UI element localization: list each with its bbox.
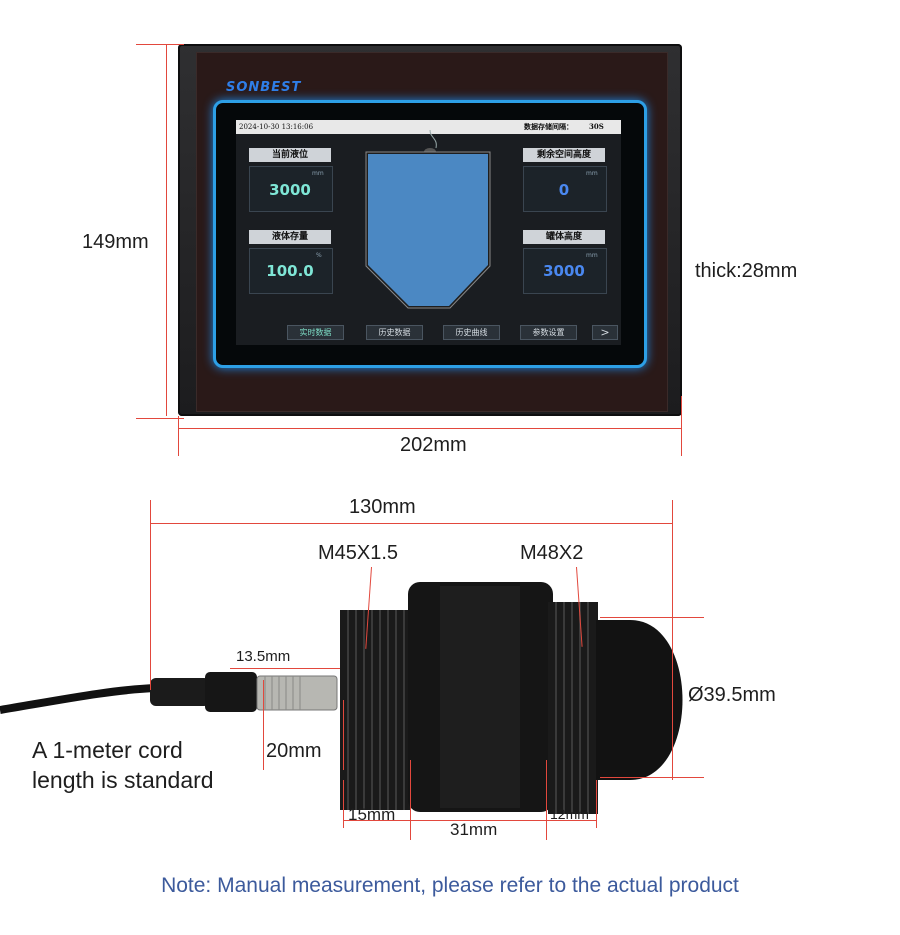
seg-tick-d: [596, 780, 597, 828]
interval-value: 30S: [589, 122, 604, 131]
remaining-space-label: 剩余空间高度: [523, 148, 605, 162]
total-length-line: [150, 523, 672, 524]
current-level-label: 当前液位: [249, 148, 331, 162]
datetime: 2024-10-30 13:16:06: [239, 123, 314, 131]
total-length-label: 130mm: [349, 496, 416, 518]
total-length-right-tick: [672, 500, 673, 780]
seg-12-label: 12mm: [550, 806, 589, 822]
seg-tick-a: [343, 780, 344, 828]
connector-left-tick: [263, 680, 264, 770]
width-dim-line: [178, 428, 682, 429]
next-page-button[interactable]: >: [592, 325, 618, 340]
touch-screen: 2024-10-30 13:16:06 数据存储间隔： 30S 当前液位 mm …: [236, 120, 621, 345]
thread-left: [340, 610, 410, 810]
tank-height-unit: mm: [586, 252, 598, 259]
tab-history-data[interactable]: 历史数据: [366, 325, 423, 340]
tank-height-box: [523, 248, 607, 294]
tank-graphic: [365, 130, 491, 309]
thickness-label: thick:28mm: [695, 260, 798, 282]
seg-line: [343, 820, 597, 821]
seg-tick-b: [410, 760, 411, 840]
connector-diameter-label: 13.5mm: [236, 648, 291, 665]
seg-31-label: 31mm: [450, 820, 498, 839]
liquid-storage-label: 液体存量: [249, 230, 331, 244]
status-bar: 2024-10-30 13:16:06 数据存储间隔： 30S: [236, 120, 621, 134]
cable: [0, 684, 156, 714]
thread-left-label: M45X1.5: [318, 542, 399, 564]
liquid-storage-box: [249, 248, 333, 294]
height-label: 149mm: [82, 231, 149, 253]
connector-length-label: 20mm: [266, 740, 322, 762]
cable-boot: [150, 678, 210, 706]
height-dim-line: [166, 44, 167, 416]
current-level-value: 3000: [269, 181, 311, 199]
connector-diameter-line: [230, 668, 340, 669]
cord-note-line1: A 1-meter cord: [32, 737, 183, 763]
diameter-label: Ø39.5mm: [688, 684, 776, 706]
cord-note-line2: length is standard: [32, 767, 214, 793]
height-dim-bottom-tick: [136, 418, 184, 419]
current-level-box: [249, 166, 333, 212]
remaining-space-box: [523, 166, 607, 212]
liquid-storage-value: 100.0: [266, 262, 314, 280]
thread-right-label: M48X2: [520, 542, 584, 564]
tab-realtime-data[interactable]: 实时数据: [287, 325, 344, 340]
seg-15-label: 15mm: [348, 805, 396, 824]
width-dim-left-tick: [178, 416, 179, 456]
tank-height-value: 3000: [543, 262, 585, 280]
height-dim-top-tick: [136, 44, 184, 45]
tab-parameter-settings[interactable]: 参数设置: [520, 325, 577, 340]
sensor-dome: [596, 620, 683, 780]
diameter-bottom-line: [600, 777, 704, 778]
tab-history-curve[interactable]: 历史曲线: [443, 325, 500, 340]
remaining-space-value: 0: [558, 181, 570, 199]
connector-right-tick: [343, 700, 344, 770]
remaining-space-unit: mm: [586, 170, 598, 177]
brand-logo: SONBEST: [226, 80, 302, 95]
liquid-storage-unit: %: [316, 252, 322, 259]
connector-nut: [205, 672, 257, 712]
current-level-unit: mm: [312, 170, 324, 177]
tank-height-label: 罐体高度: [523, 230, 605, 244]
ultrasonic-sensor: [0, 582, 683, 814]
total-length-left-tick: [150, 500, 151, 690]
diameter-top-line: [600, 617, 704, 618]
connector-metal: [256, 675, 338, 711]
interval-label: 数据存储间隔：: [524, 122, 573, 131]
width-label: 202mm: [400, 434, 467, 456]
seg-tick-c: [546, 760, 547, 840]
width-dim-right-tick: [681, 396, 682, 456]
measurement-note: Note: Manual measurement, please refer t…: [161, 874, 739, 897]
